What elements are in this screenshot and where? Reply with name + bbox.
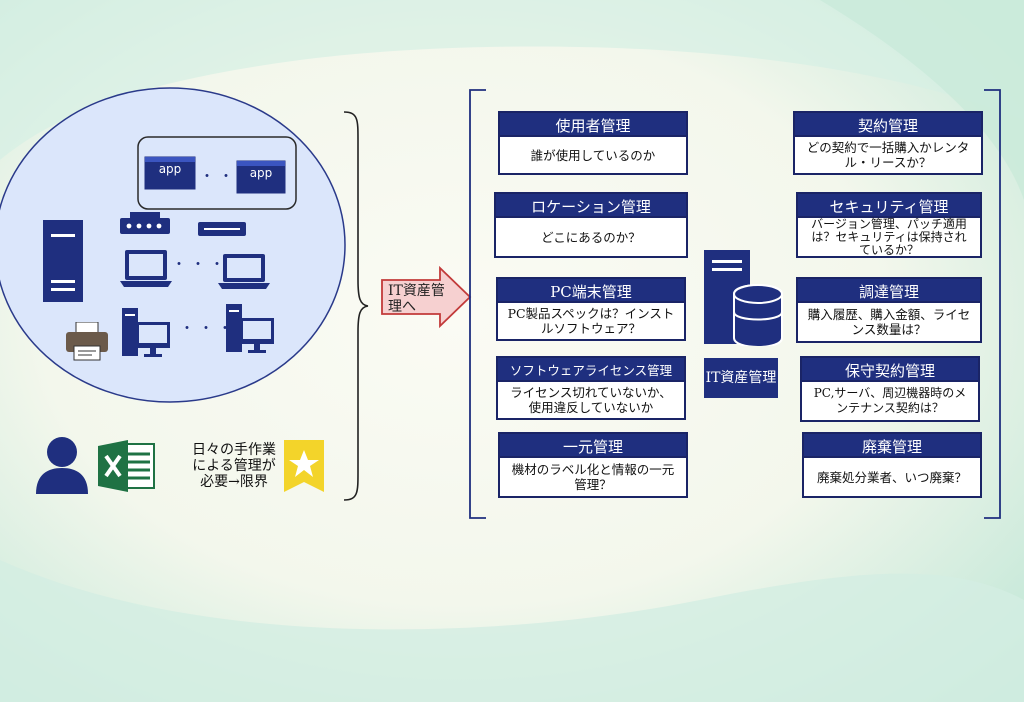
printer-icon	[66, 322, 108, 361]
card-title: 一元管理	[498, 432, 688, 458]
card-description: どこにあるのか？	[494, 218, 688, 258]
laptop-icon	[120, 250, 172, 287]
card-location-management: ロケーション管理 どこにあるのか？	[494, 192, 688, 258]
manual-work-note: 日々の手作業による管理が必要→限界	[192, 442, 276, 490]
database-server-icon	[704, 250, 783, 346]
network-switch-icon	[120, 212, 170, 234]
ellipsis-dots: ・・・	[180, 321, 237, 337]
desktop-pc-icon	[226, 304, 274, 353]
card-pc-terminal-management: PC端末管理 PC製品スペックは？インストルソフトウェア？	[496, 277, 686, 341]
card-centralized-management: 一元管理 機材のラベル化と情報の一元管理？	[498, 432, 688, 498]
app-window-icon	[236, 160, 286, 194]
card-description: どの契約で一括購入かレンタル・リースか？	[793, 137, 983, 175]
card-description: 機材のラベル化と情報の一元管理？	[498, 458, 688, 498]
card-title: 保守契約管理	[800, 356, 980, 382]
app-label: app	[158, 162, 182, 176]
card-user-management: 使用者管理 誰が使用しているのか	[498, 111, 688, 175]
curly-brace	[343, 111, 369, 501]
device-cluster-circle	[0, 87, 346, 403]
arrow-label: IT資産管理へ	[388, 283, 445, 315]
card-procurement-management: 調達管理 購入履歴、購入金額、ライセンス数量は？	[796, 277, 982, 343]
card-title: ソフトウェアライセンス管理	[496, 356, 686, 382]
card-description: PC製品スペックは？インストルソフトウェア？	[496, 303, 686, 341]
card-title: ロケーション管理	[494, 192, 688, 218]
card-description: バージョン管理、パッチ適用は？セキュリティは保持されているか？	[796, 217, 982, 258]
card-title: 使用者管理	[498, 111, 688, 137]
card-title: 契約管理	[793, 111, 983, 137]
app-label: app	[249, 166, 273, 180]
server-tower-icon	[43, 220, 83, 302]
transition-arrow	[381, 266, 472, 328]
card-software-license-management: ソフトウェアライセンス管理 ライセンス切れていないか、使用違反していないか	[496, 356, 686, 420]
center-label: IT資産管理	[704, 358, 778, 398]
card-title: PC端末管理	[496, 277, 686, 303]
app-window-icon	[144, 156, 196, 190]
card-description: PC,サーバ、周辺機器時のメンテナンス契約は？	[800, 382, 980, 422]
ellipsis-dots: ・・・	[172, 257, 229, 273]
card-maintenance-contract-management: 保守契約管理 PC,サーバ、周辺機器時のメンテナンス契約は？	[800, 356, 980, 422]
star-badge-icon	[284, 440, 324, 492]
left-bracket	[469, 89, 486, 519]
card-title: 廃棄管理	[802, 432, 982, 458]
laptop-icon	[218, 254, 270, 289]
card-description: 購入履歴、購入金額、ライセンス数量は？	[796, 303, 982, 343]
card-security-management: セキュリティ管理 バージョン管理、パッチ適用は？セキュリティは保持されているか？	[796, 192, 982, 258]
user-icon	[36, 437, 88, 494]
card-title: 調達管理	[796, 277, 982, 303]
excel-icon	[98, 440, 155, 492]
card-description: 誰が使用しているのか	[498, 137, 688, 175]
card-description: 廃棄処分業者、いつ廃棄？	[802, 458, 982, 498]
card-disposal-management: 廃棄管理 廃棄処分業者、いつ廃棄？	[802, 432, 982, 498]
right-bracket	[984, 89, 1001, 519]
network-appliance-icon	[198, 222, 246, 236]
desktop-pc-icon	[122, 308, 170, 357]
card-description: ライセンス切れていないか、使用違反していないか	[496, 382, 686, 420]
card-title: セキュリティ管理	[796, 192, 982, 218]
card-contract-management: 契約管理 どの契約で一括購入かレンタル・リースか？	[793, 111, 983, 175]
